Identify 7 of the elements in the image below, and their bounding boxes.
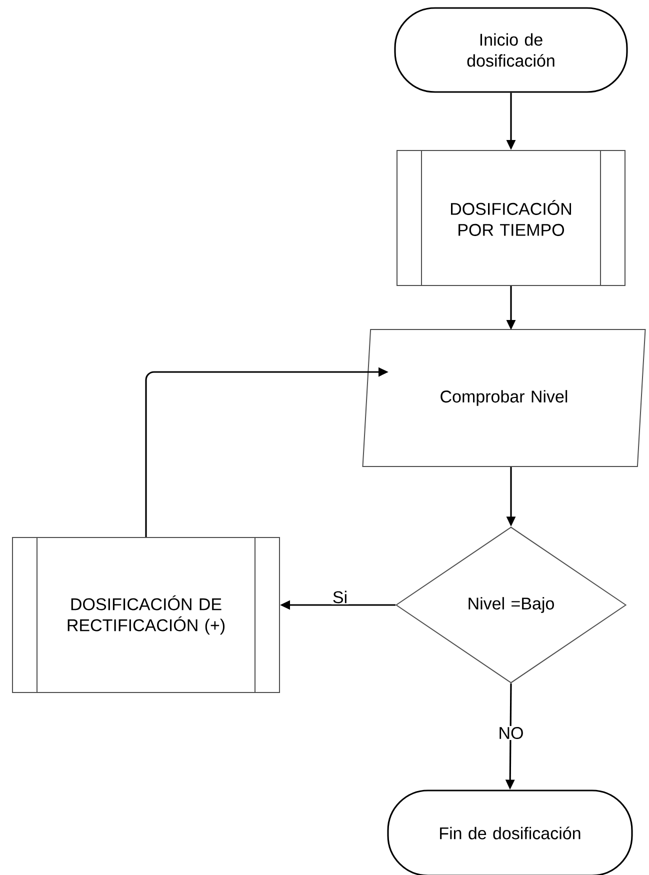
subprocess-box: DOSIFICACIÓN POR TIEMPO (396, 150, 626, 286)
terminal-box: Inicio de dosificación (394, 7, 628, 93)
terminal-box: Fin de dosificación (387, 790, 633, 875)
edge-label: Si (331, 590, 349, 604)
input-parallelogram: Comprobar Nivel (362, 329, 646, 467)
subprocess-box: DOSIFICACIÓN DE RECTIFICACIÓN (+) (12, 536, 280, 694)
edge-label: NO (497, 726, 525, 740)
